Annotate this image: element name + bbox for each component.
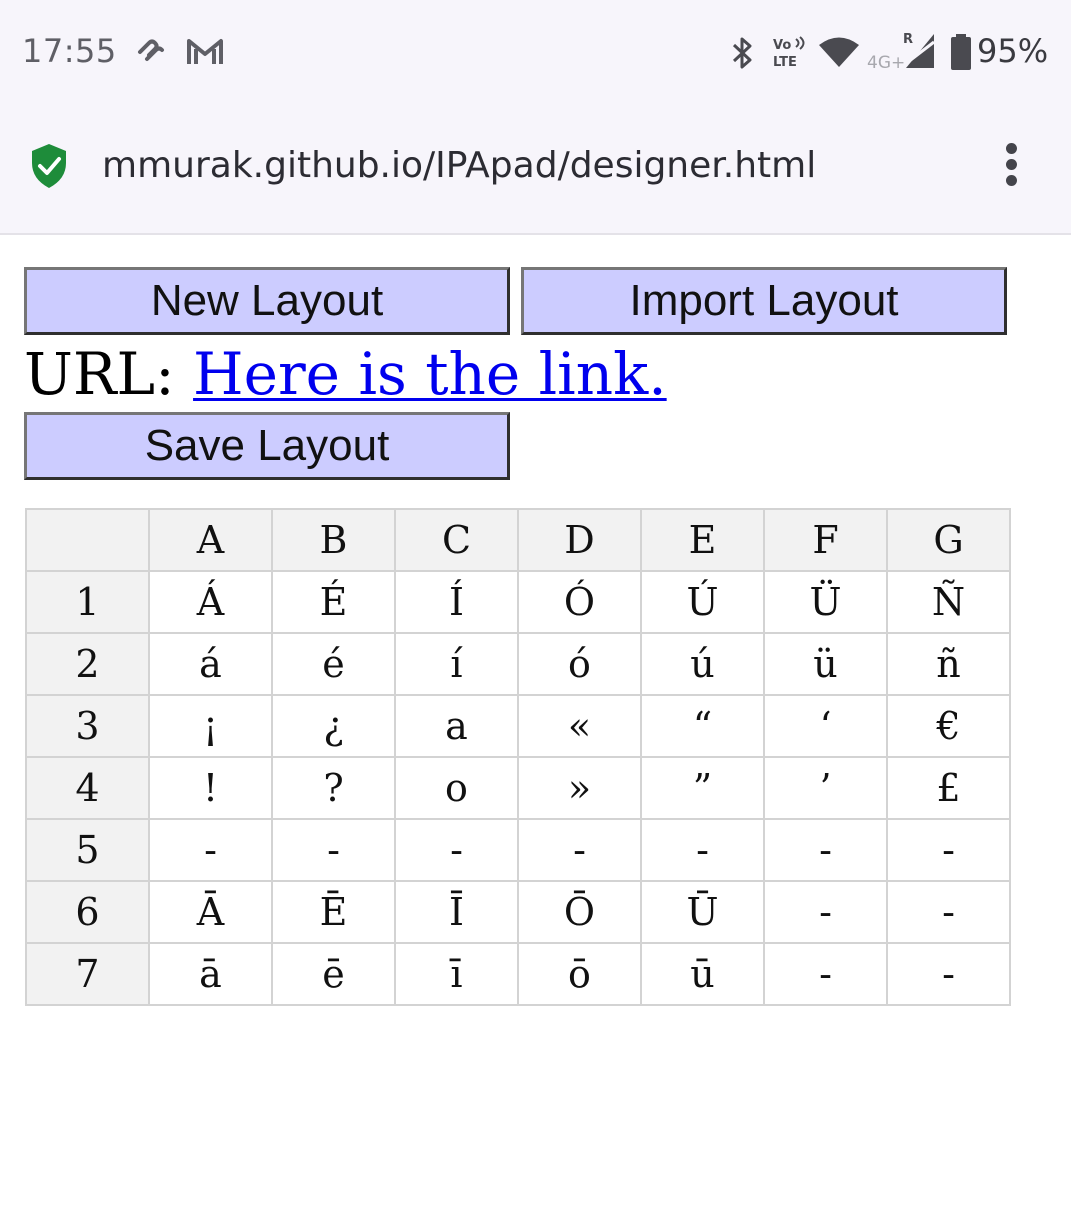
- layout-cell[interactable]: -: [886, 942, 1011, 1006]
- layout-cell[interactable]: Á: [148, 570, 273, 634]
- layout-cell[interactable]: »: [517, 756, 642, 820]
- layout-cell[interactable]: ū: [640, 942, 765, 1006]
- layout-cell[interactable]: ’: [763, 756, 888, 820]
- layout-cell[interactable]: ē: [271, 942, 396, 1006]
- layout-cell[interactable]: Ō: [517, 880, 642, 944]
- table-row: 4 ! ? o » ” ’ £: [25, 756, 1011, 820]
- layout-cell[interactable]: í: [394, 632, 519, 696]
- row-header: 2: [25, 632, 150, 696]
- layout-cell[interactable]: -: [148, 818, 273, 882]
- battery-percent: 95%: [977, 32, 1049, 70]
- column-header: D: [517, 508, 642, 572]
- row-header: 3: [25, 694, 150, 758]
- layout-cell[interactable]: o: [394, 756, 519, 820]
- layout-cell[interactable]: “: [640, 694, 765, 758]
- layout-cell[interactable]: -: [763, 818, 888, 882]
- save-layout-button[interactable]: Save Layout: [24, 412, 510, 480]
- layout-cell[interactable]: é: [271, 632, 396, 696]
- layout-cell[interactable]: Ē: [271, 880, 396, 944]
- row-header: 5: [25, 818, 150, 882]
- table-row: 6 Ā Ē Ī Ō Ū - -: [25, 880, 1011, 944]
- url-text[interactable]: mmurak.github.io/IPApad/designer.html: [102, 145, 817, 186]
- roaming-label: R: [903, 32, 913, 47]
- layout-cell[interactable]: -: [271, 818, 396, 882]
- column-header: G: [886, 508, 1011, 572]
- volte-icon: Vo LTE: [773, 36, 805, 68]
- layout-cell[interactable]: ‘: [763, 694, 888, 758]
- layout-cell[interactable]: £: [886, 756, 1011, 820]
- bluetooth-icon: [732, 37, 752, 69]
- gmail-icon: [187, 39, 223, 64]
- battery-icon: [951, 34, 971, 70]
- layout-cell[interactable]: ī: [394, 942, 519, 1006]
- row-header: 6: [25, 880, 150, 944]
- layout-cell[interactable]: Ñ: [886, 570, 1011, 634]
- column-header: A: [148, 508, 273, 572]
- url-label: URL:: [24, 340, 175, 408]
- layout-cell[interactable]: ñ: [886, 632, 1011, 696]
- layout-cell[interactable]: ú: [640, 632, 765, 696]
- link-icon: [138, 39, 164, 61]
- layout-cell[interactable]: Ū: [640, 880, 765, 944]
- layout-cell[interactable]: Ó: [517, 570, 642, 634]
- table-row: 7 ā ē ī ō ū - -: [25, 942, 1011, 1006]
- table-row: 1 Á É Í Ó Ú Ü Ñ: [25, 570, 1011, 634]
- table-header-row: A B C D E F G: [25, 508, 1011, 572]
- layout-cell[interactable]: ?: [271, 756, 396, 820]
- row-header: 4: [25, 756, 150, 820]
- layout-cell[interactable]: Í: [394, 570, 519, 634]
- volte-label-top: Vo: [773, 38, 791, 53]
- network-label: 4G+: [867, 53, 905, 72]
- layout-table: A B C D E F G 1 Á É Í Ó Ú Ü Ñ 2 á é í ó …: [25, 508, 1011, 1006]
- column-header: F: [763, 508, 888, 572]
- volte-label-bottom: LTE: [773, 55, 797, 68]
- layout-cell[interactable]: -: [886, 818, 1011, 882]
- layout-cell[interactable]: ā: [148, 942, 273, 1006]
- row-header: 1: [25, 570, 150, 634]
- more-vert-icon[interactable]: [995, 141, 1029, 189]
- layout-cell[interactable]: -: [886, 880, 1011, 944]
- url-row: URL: Here is the link.: [24, 336, 667, 412]
- address-bar: mmurak.github.io/IPApad/designer.html: [0, 105, 1071, 235]
- column-header: C: [394, 508, 519, 572]
- import-layout-button[interactable]: Import Layout: [521, 267, 1007, 335]
- layout-cell[interactable]: ü: [763, 632, 888, 696]
- table-row: 5 - - - - - - -: [25, 818, 1011, 882]
- column-header: E: [640, 508, 765, 572]
- layout-cell[interactable]: a: [394, 694, 519, 758]
- layout-cell[interactable]: ¡: [148, 694, 273, 758]
- table-corner-cell: [25, 508, 150, 572]
- layout-cell[interactable]: ”: [640, 756, 765, 820]
- shield-check-icon[interactable]: [30, 143, 68, 189]
- wifi-icon: [819, 37, 859, 67]
- layout-cell[interactable]: Ā: [148, 880, 273, 944]
- layout-cell[interactable]: -: [763, 942, 888, 1006]
- layout-cell[interactable]: !: [148, 756, 273, 820]
- layout-cell[interactable]: «: [517, 694, 642, 758]
- layout-cell[interactable]: ¿: [271, 694, 396, 758]
- layout-cell[interactable]: á: [148, 632, 273, 696]
- layout-cell[interactable]: Ī: [394, 880, 519, 944]
- layout-cell[interactable]: Ü: [763, 570, 888, 634]
- status-time: 17:55: [22, 32, 117, 70]
- layout-cell[interactable]: €: [886, 694, 1011, 758]
- layout-cell[interactable]: -: [640, 818, 765, 882]
- layout-cell[interactable]: É: [271, 570, 396, 634]
- layout-cell[interactable]: -: [763, 880, 888, 944]
- layout-cell[interactable]: -: [517, 818, 642, 882]
- url-link[interactable]: Here is the link.: [193, 340, 667, 408]
- layout-cell[interactable]: ō: [517, 942, 642, 1006]
- layout-cell[interactable]: ó: [517, 632, 642, 696]
- cell-signal-icon: 4G+ R: [867, 32, 935, 72]
- column-header: B: [271, 508, 396, 572]
- row-header: 7: [25, 942, 150, 1006]
- layout-cell[interactable]: -: [394, 818, 519, 882]
- layout-cell[interactable]: Ú: [640, 570, 765, 634]
- table-row: 2 á é í ó ú ü ñ: [25, 632, 1011, 696]
- new-layout-button[interactable]: New Layout: [24, 267, 510, 335]
- table-row: 3 ¡ ¿ a « “ ‘ €: [25, 694, 1011, 758]
- status-bar: 17:55 Vo LTE 4G+ R 95%: [0, 0, 1071, 105]
